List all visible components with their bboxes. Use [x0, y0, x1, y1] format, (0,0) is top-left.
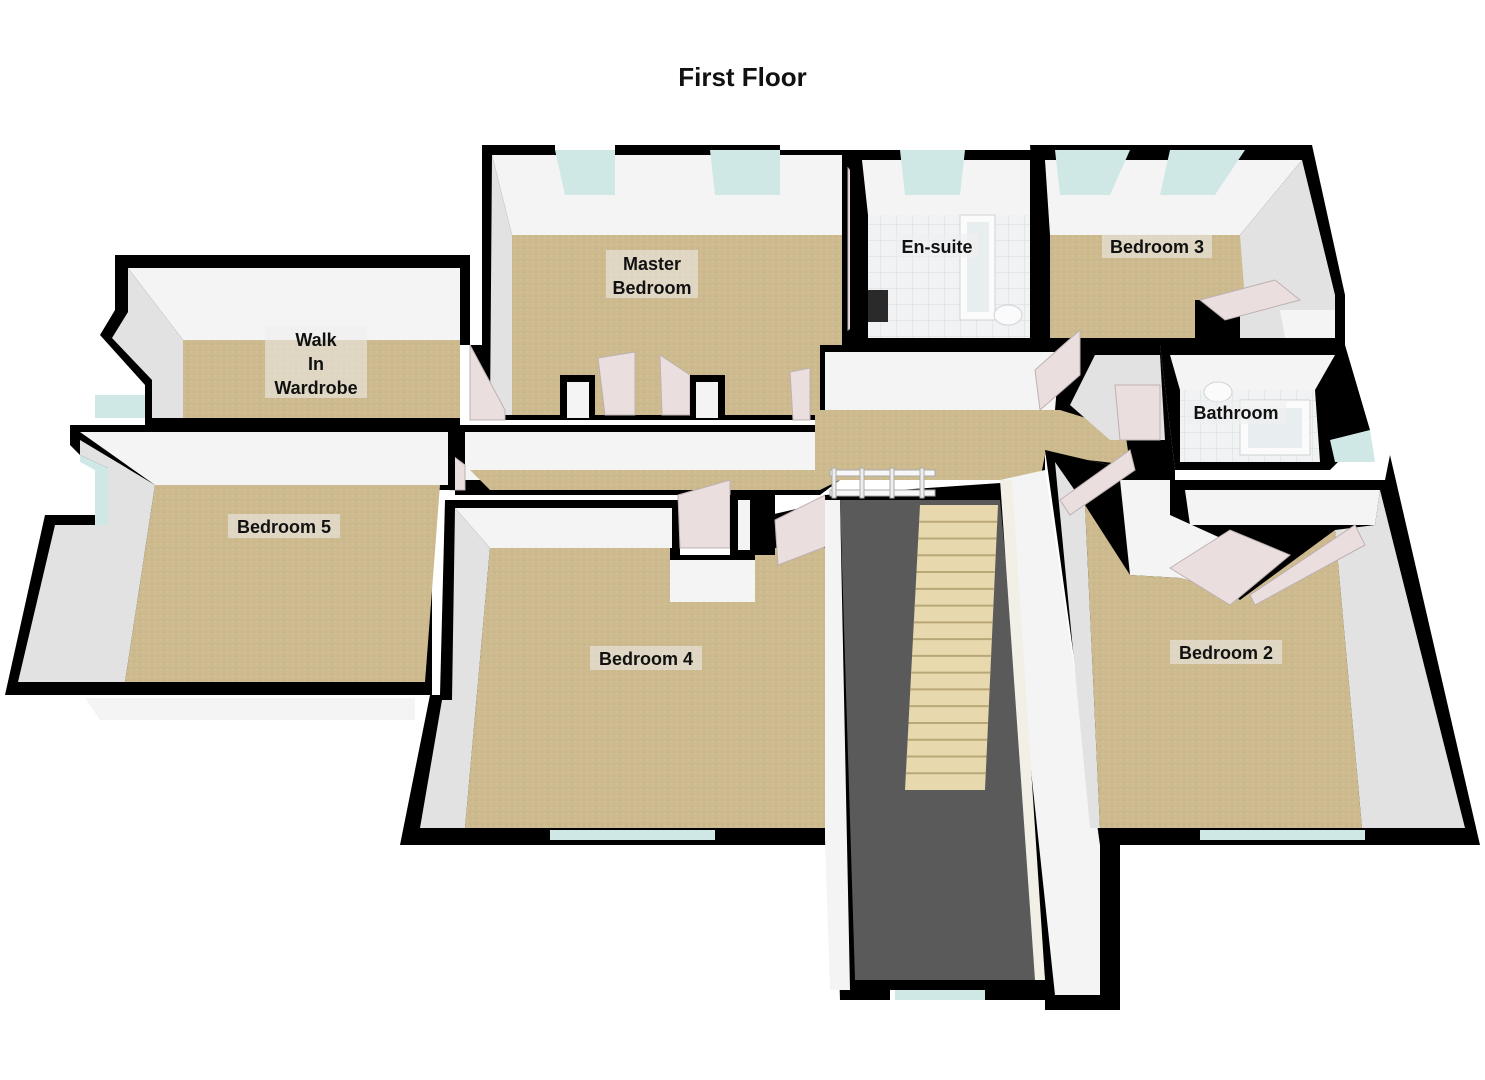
label-walk-in-wardrobe: Walk In Wardrobe — [265, 326, 367, 398]
label-master-bedroom-line-1: Master — [623, 254, 681, 274]
stairwell — [825, 467, 1120, 1010]
room-bedroom-3 — [1030, 145, 1345, 345]
label-bedroom-5-text: Bedroom 5 — [237, 517, 331, 537]
label-master-bedroom: Master Bedroom — [606, 250, 698, 298]
room-master-bedroom — [469, 145, 863, 421]
room-bedroom-4 — [400, 479, 840, 845]
label-bedroom-4-text: Bedroom 4 — [599, 649, 693, 669]
label-walk-in-wardrobe-line-3: Wardrobe — [274, 378, 357, 398]
label-bathroom-text: Bathroom — [1194, 403, 1279, 423]
room-labels: Walk In Wardrobe Master Bedroom En-suite… — [228, 234, 1286, 670]
label-bedroom-4: Bedroom 4 — [590, 646, 702, 670]
staircase — [905, 505, 998, 790]
label-walk-in-wardrobe-line-1: Walk — [295, 330, 337, 350]
label-bedroom-3-text: Bedroom 3 — [1110, 237, 1204, 257]
label-bedroom-5: Bedroom 5 — [228, 514, 340, 538]
label-bedroom-3: Bedroom 3 — [1102, 234, 1212, 258]
label-walk-in-wardrobe-line-2: In — [308, 354, 324, 374]
room-bedroom-5 — [5, 425, 455, 720]
landing — [444, 328, 1175, 505]
label-master-bedroom-line-2: Bedroom — [612, 278, 691, 298]
label-en-suite-text: En-suite — [901, 237, 972, 257]
label-bathroom: Bathroom — [1186, 400, 1286, 424]
stair-balustrade — [829, 467, 936, 499]
floor-title: First Floor — [678, 62, 807, 92]
label-bedroom-2-text: Bedroom 2 — [1179, 643, 1273, 663]
label-bedroom-2: Bedroom 2 — [1170, 640, 1282, 664]
label-en-suite: En-suite — [896, 234, 978, 258]
